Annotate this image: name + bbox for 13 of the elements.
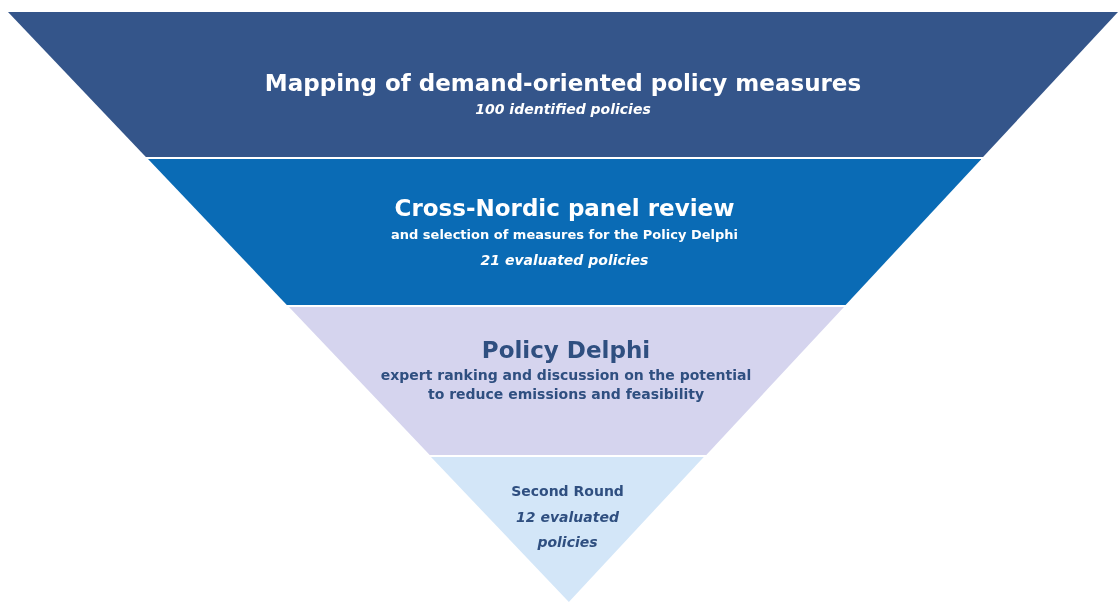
stage-subtitle: expert ranking and discussion on the potential to reduce emissions and feasibility [379, 366, 753, 404]
funnel-stage [8, 12, 1118, 157]
funnel-stage [147, 159, 982, 305]
policy-count: 21 evaluated policies [480, 250, 649, 270]
stage-title: Cross-Nordic panel review [394, 194, 735, 223]
stage-subtitle: and selection of measures for the Policy Delphi [390, 226, 738, 244]
funnel-stage [288, 307, 844, 455]
stage-title: Policy Delphi [481, 336, 651, 365]
stage-title: Mapping of demand-oriented policy measures [264, 69, 862, 98]
policy-count: 12 evaluated policies [515, 507, 620, 553]
funnel-stage [431, 457, 704, 602]
policy-count: 100 identified policies [475, 100, 651, 119]
stage-title: Second Round [511, 482, 624, 501]
